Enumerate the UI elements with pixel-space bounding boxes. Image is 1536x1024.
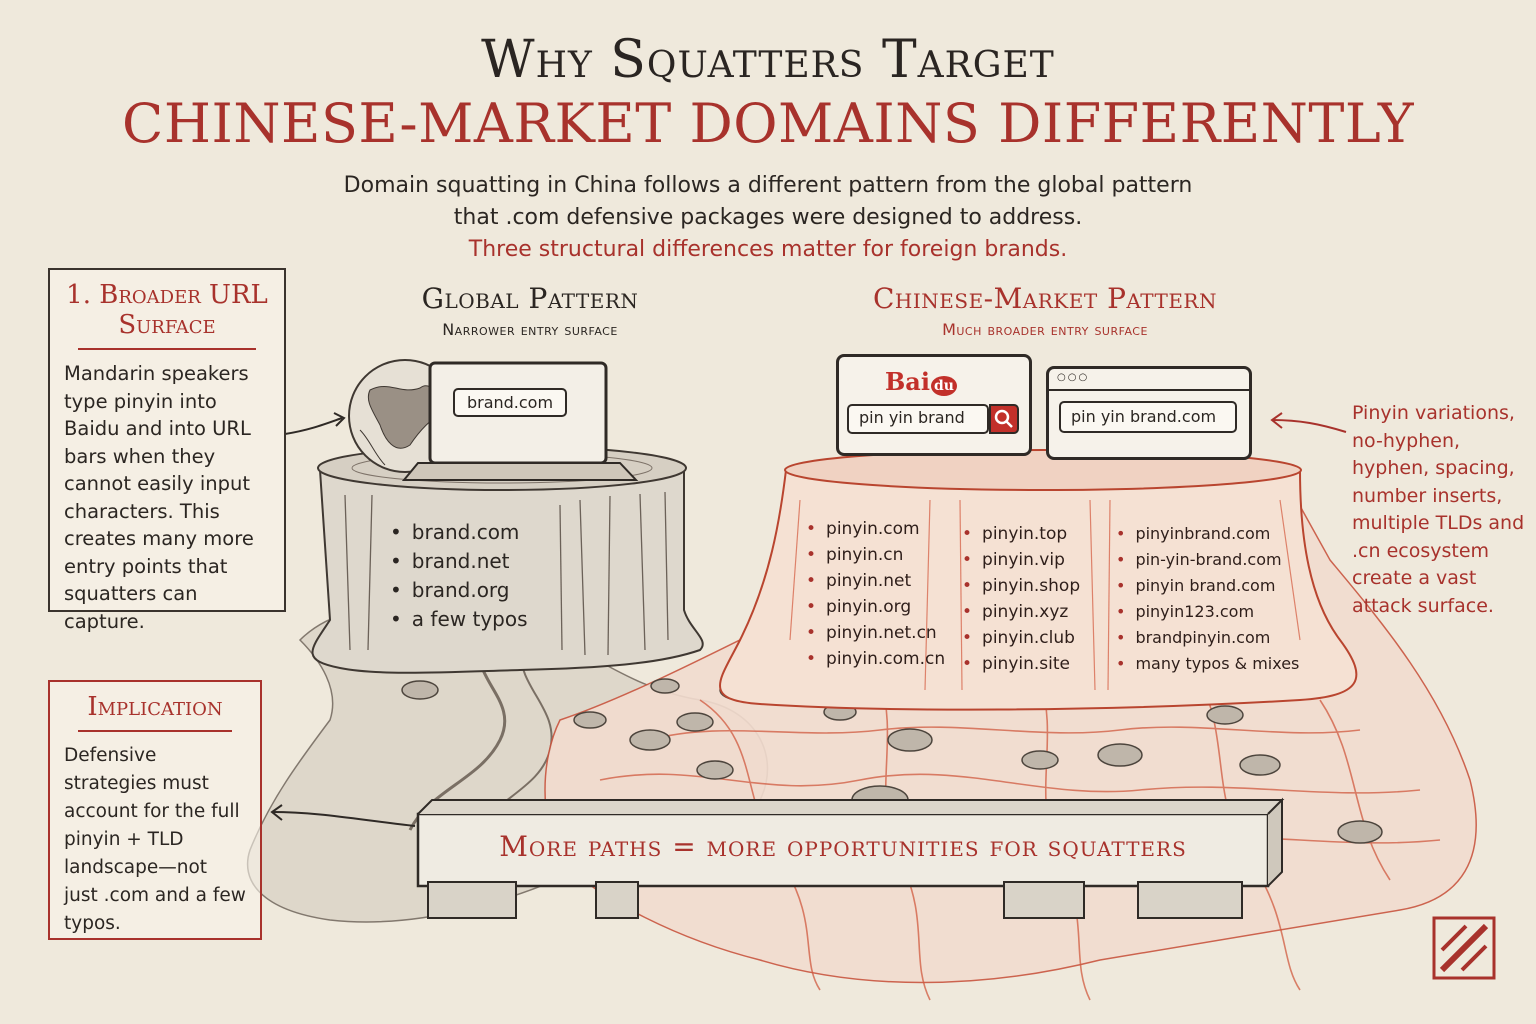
- banner-slab: [416, 797, 1285, 919]
- chinese-pattern-subtitle: Much broader entry surface: [942, 320, 1148, 339]
- callout-broader-url-surface: 1. Broader URL Surface Mandarin speakers…: [48, 268, 286, 633]
- baidu-logo-text: Bai: [885, 367, 930, 396]
- cn-domain-item: many typos & mixes: [1116, 651, 1299, 677]
- page-title-line2: CHINESE-MARKET DOMAINS DIFFERENTLY: [122, 92, 1414, 155]
- cn-domain-item: pinyin.com.cn: [806, 646, 945, 672]
- subtitle-line1: Domain squatting in China follows a diff…: [343, 173, 1193, 198]
- cn-domain-item: pinyin.top: [962, 521, 1080, 547]
- cn-domain-item: pinyin.cn: [806, 542, 945, 568]
- baidu-search-input[interactable]: pin yin brand: [847, 404, 989, 434]
- window-controls-icon: ○○○: [1057, 372, 1090, 383]
- page-title-line1: Why Squatters Target: [481, 30, 1055, 90]
- cn-domain-item: brandpinyin.com: [1116, 625, 1299, 651]
- browser-window-card: ○○○ pin yin brand.com: [1046, 366, 1252, 460]
- cn-domain-item: pinyin.shop: [962, 573, 1080, 599]
- callout-implication-body: Defensive strategies must account for th…: [64, 745, 246, 934]
- side-note-attack-surface: Pinyin variations, no-hyphen, hyphen, sp…: [1352, 402, 1525, 617]
- cn-domain-column-1: pinyin.com pinyin.cn pinyin.net pinyin.o…: [806, 516, 945, 672]
- banner-message: More paths = more opportunities for squa…: [499, 830, 1187, 863]
- chinese-pattern-title: Chinese-Market Pattern: [873, 282, 1217, 315]
- cn-domain-item: pinyinbrand.com: [1116, 521, 1299, 547]
- page-subtitle: Domain squatting in China follows a diff…: [250, 170, 1286, 266]
- corner-logo-icon: [1432, 916, 1496, 980]
- global-pattern-title: Global Pattern: [421, 282, 639, 315]
- cn-domain-item: pinyin123.com: [1116, 599, 1299, 625]
- callout-divider: [78, 730, 232, 732]
- global-domain-list: brand.com brand.net brand.org a few typo…: [390, 518, 528, 634]
- cn-domain-item: pinyin.site: [962, 651, 1080, 677]
- cn-domain-item: pinyin.org: [806, 594, 945, 620]
- search-magnifier-icon[interactable]: [989, 404, 1019, 434]
- cn-domain-column-3: pinyinbrand.com pin-yin-brand.com pinyin…: [1116, 521, 1299, 677]
- laptop-address-bar: brand.com: [466, 393, 554, 412]
- callout-implication: Implication Defensive strategies must ac…: [48, 680, 262, 940]
- callout-broader-title: 1. Broader URL Surface: [64, 280, 270, 340]
- global-domain-item: brand.net: [390, 547, 528, 576]
- callout-broader-title-line1: 1. Broader URL: [66, 280, 268, 310]
- callout-divider: [78, 348, 256, 350]
- cn-domain-item: pinyin brand.com: [1116, 573, 1299, 599]
- cn-domain-item: pinyin.net: [806, 568, 945, 594]
- subtitle-line2: that .com defensive packages were design…: [453, 205, 1083, 230]
- global-pattern-subtitle: Narrower entry surface: [442, 320, 618, 339]
- cn-domain-column-2: pinyin.top pinyin.vip pinyin.shop pinyin…: [962, 521, 1080, 677]
- callout-broader-body: Mandarin speakers type pinyin into Baidu…: [64, 362, 254, 633]
- callout-implication-title: Implication: [87, 692, 223, 722]
- browser-url-bar[interactable]: pin yin brand.com: [1059, 401, 1237, 433]
- browser-titlebar: ○○○: [1049, 369, 1249, 391]
- callout-broader-title-line2: Surface: [118, 310, 216, 340]
- global-domain-item: a few typos: [390, 605, 528, 634]
- laptop-icon: [401, 361, 639, 481]
- arrows: [270, 412, 416, 827]
- cn-domain-item: pin-yin-brand.com: [1116, 547, 1299, 573]
- baidu-logo-badge: du: [930, 376, 957, 396]
- cn-domain-item: pinyin.vip: [962, 547, 1080, 573]
- cn-domain-item: pinyin.com: [806, 516, 945, 542]
- global-domain-item: brand.com: [390, 518, 528, 547]
- cn-domain-item: pinyin.xyz: [962, 599, 1080, 625]
- global-domain-item: brand.org: [390, 576, 528, 605]
- cn-domain-item: pinyin.net.cn: [806, 620, 945, 646]
- arrow-to-implication: [271, 811, 416, 827]
- arrow-from-side-note: [1271, 419, 1347, 433]
- cn-domain-item: pinyin.club: [962, 625, 1080, 651]
- subtitle-line3: Three structural differences matter for …: [468, 237, 1068, 262]
- arrow-to-globe: [284, 417, 343, 435]
